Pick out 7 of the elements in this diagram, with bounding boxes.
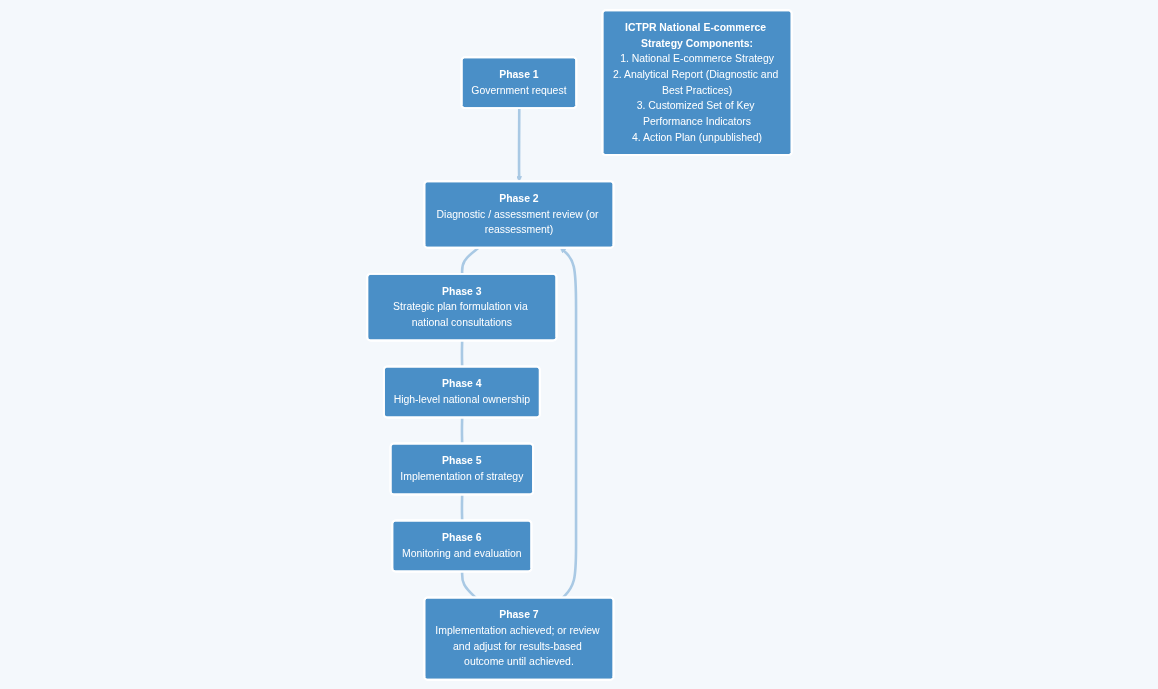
arrow <box>515 107 522 182</box>
connector <box>460 340 464 367</box>
connector <box>460 246 479 274</box>
connector <box>460 571 477 599</box>
connector <box>460 494 464 521</box>
connector <box>460 417 464 444</box>
arrow <box>559 247 577 599</box>
